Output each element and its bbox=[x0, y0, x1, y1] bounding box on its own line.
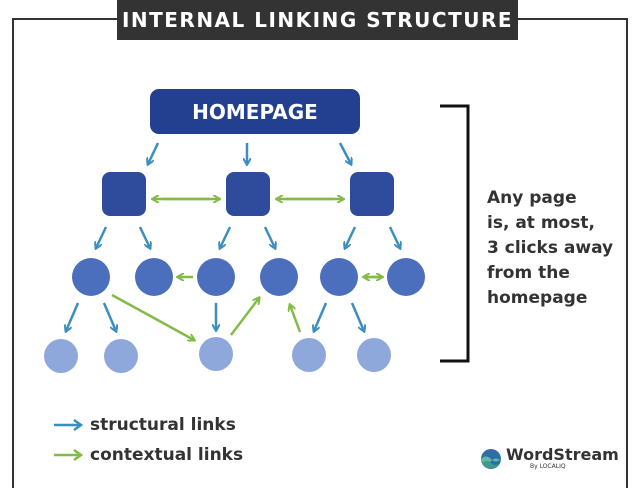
structural-arrows bbox=[66, 142, 400, 331]
contextual-arrow-icon bbox=[54, 448, 84, 462]
subpage-node-6 bbox=[387, 258, 425, 296]
contextual-arrow bbox=[290, 305, 302, 333]
subpage-node-3 bbox=[197, 258, 235, 296]
side-note-line: is, at most, bbox=[487, 213, 595, 233]
legend-contextual: contextual links bbox=[52, 444, 243, 466]
contextual-arrow bbox=[230, 298, 259, 336]
legend-structural-label: structural links bbox=[90, 415, 236, 435]
side-note-line: homepage bbox=[487, 288, 588, 308]
legend-structural: structural links bbox=[52, 414, 236, 436]
brand-subtitle: By LOCALIQ bbox=[530, 463, 566, 470]
structural-arrow bbox=[148, 142, 160, 164]
structural-arrow bbox=[263, 226, 275, 248]
category-node-1 bbox=[102, 172, 146, 216]
homepage-node bbox=[150, 89, 360, 134]
structural-arrow bbox=[388, 226, 400, 248]
category-node-3 bbox=[350, 172, 394, 216]
subpage-node-4 bbox=[260, 258, 298, 296]
structural-arrow bbox=[96, 226, 108, 248]
subpage-node-1 bbox=[72, 258, 110, 296]
diagram-title: INTERNAL LINKING STRUCTURE bbox=[117, 0, 518, 40]
side-note-line: 3 clicks away bbox=[487, 238, 614, 258]
structural-arrow bbox=[138, 226, 150, 248]
contextual-arrow bbox=[111, 293, 194, 340]
homepage-label: HOMEPAGE bbox=[192, 100, 318, 124]
leaf-node-4 bbox=[292, 338, 326, 372]
legend-contextual-label: contextual links bbox=[90, 445, 244, 465]
side-note: Any page is, at most, 3 clicks away from… bbox=[487, 186, 627, 311]
subpage-node-2 bbox=[135, 258, 173, 296]
structural-arrow bbox=[345, 226, 357, 248]
structural-arrow bbox=[350, 302, 364, 331]
contextual-arrows bbox=[111, 199, 382, 340]
leaf-node-3 bbox=[199, 337, 233, 371]
structural-arrow bbox=[220, 226, 232, 248]
subpage-node-5 bbox=[320, 258, 358, 296]
brand-name: WordStream bbox=[506, 445, 619, 464]
leaf-node-2 bbox=[104, 339, 138, 373]
bracket bbox=[440, 104, 470, 363]
structural-arrow-icon bbox=[54, 418, 84, 432]
leaf-node-1 bbox=[44, 339, 78, 373]
structural-arrow bbox=[314, 302, 328, 331]
wordstream-logo-icon bbox=[481, 449, 501, 469]
structural-arrow bbox=[66, 302, 80, 331]
structural-arrow bbox=[338, 142, 351, 164]
leaf-node-5 bbox=[357, 338, 391, 372]
category-node-2 bbox=[226, 172, 270, 216]
structural-arrow bbox=[102, 302, 116, 331]
wordstream-logo: WordStream By LOCALIQ bbox=[480, 444, 619, 474]
side-note-line: from the bbox=[487, 263, 570, 283]
side-note-line: Any page bbox=[487, 188, 577, 208]
